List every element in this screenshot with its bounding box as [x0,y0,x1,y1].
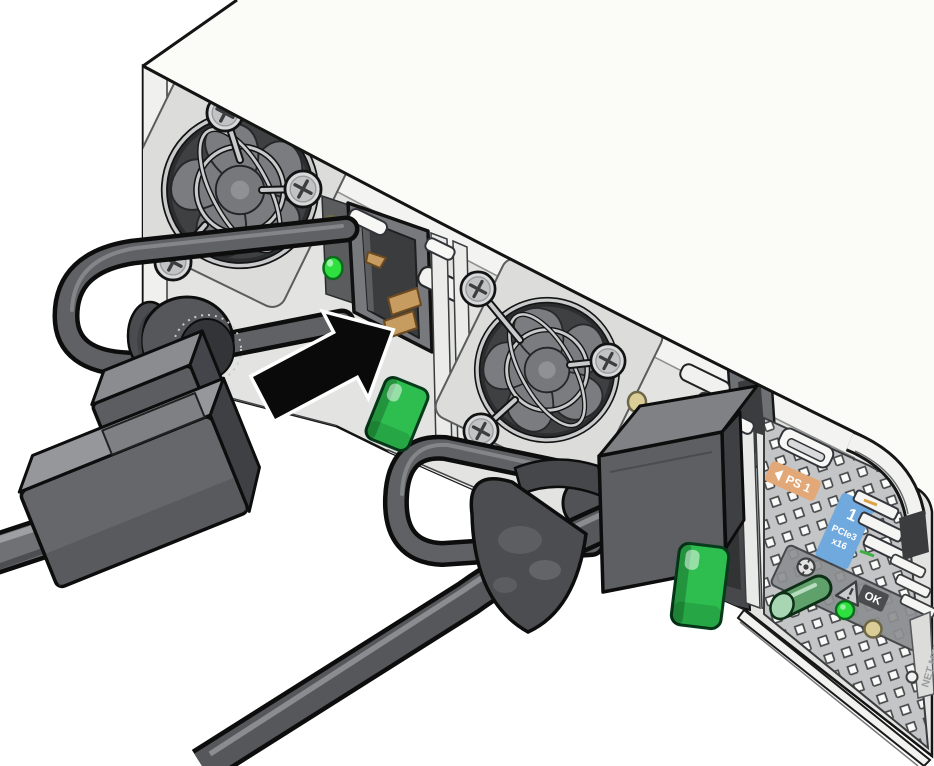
locator-button [769,574,833,621]
chassis-top-panel [143,0,934,510]
psu0-handle [52,215,360,378]
corner-gap [899,510,929,560]
ok-label: OK [857,584,889,612]
psu1-release-clip [364,376,430,452]
chassis-left-edge-line [142,0,238,68]
right-edge-slats [889,553,934,619]
pcie-slot-label: 1 PCIe3 x16 [815,492,875,570]
fan-screw [589,342,627,380]
chassis-corner [845,430,926,519]
psu1-fan-bay [434,257,664,487]
slot-indicator-green [859,549,875,558]
ps1-label: PS 1 [765,461,821,501]
fan-screw [283,169,323,209]
psu1-plug-assembly [191,384,759,766]
psu1-strap-flap [469,476,588,634]
psu1-release-clip-lower [669,541,731,631]
ps1-pointer-icon [774,470,784,482]
latch-tabs [347,207,835,469]
inlet-pin [365,251,387,269]
psu1-handle [382,434,621,567]
power-plug-detached [17,329,261,589]
psu0-ok-led [322,255,344,281]
status-cluster: OK [769,544,932,651]
status-led-green [834,599,856,621]
fan-screw [459,270,497,308]
status-led-amber [863,619,883,639]
locator-icon [796,557,816,577]
inlet-prong [387,287,422,316]
chassis-bottom-flange [736,608,932,766]
insertion-arrow-icon [248,308,396,424]
psu0-ac-inlet [346,201,434,354]
slot-indicator-amber [863,498,878,507]
chassis-top-edge [142,64,863,438]
panel-screw-hole [905,670,919,684]
